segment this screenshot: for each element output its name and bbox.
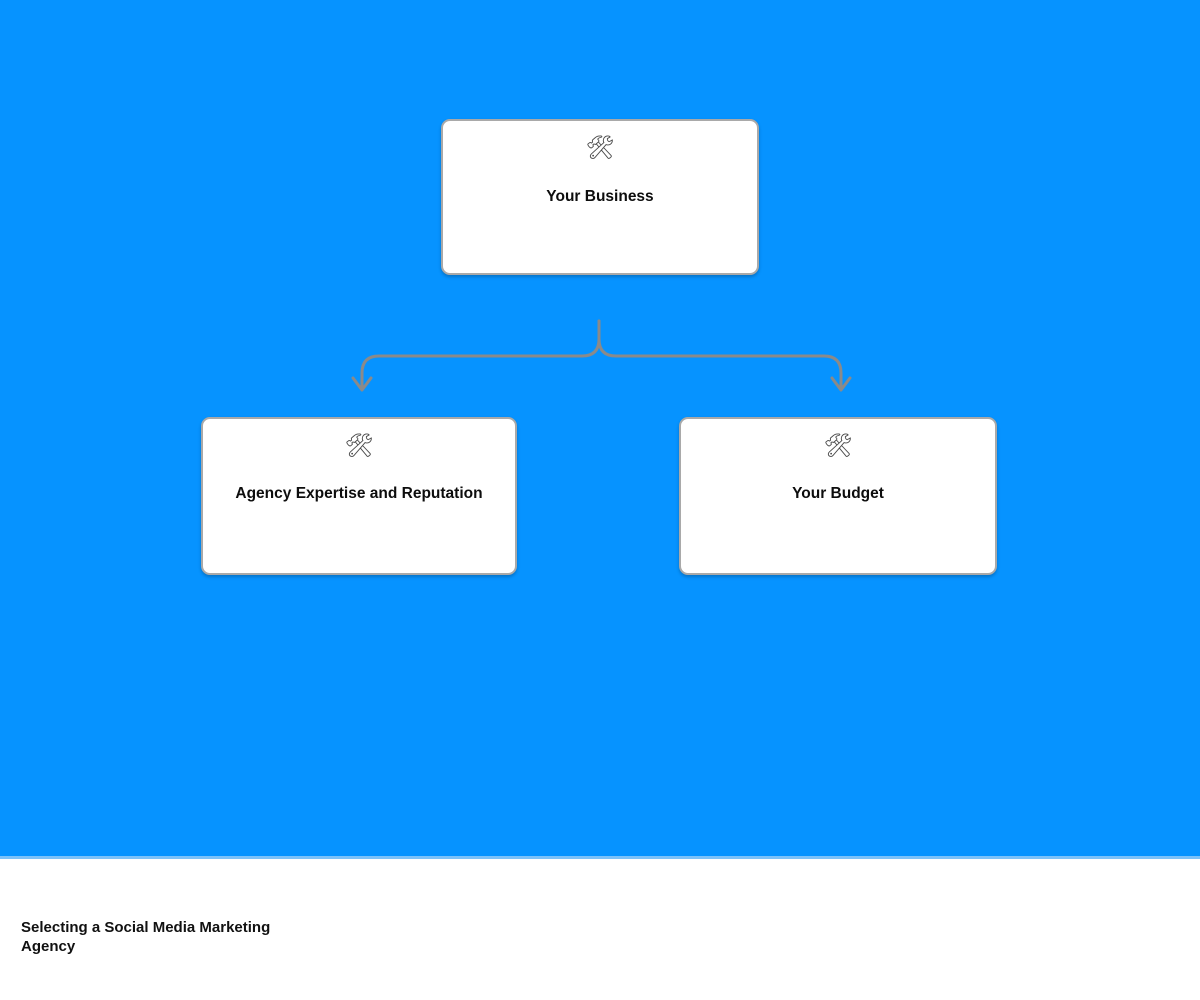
connector-edge-left bbox=[360, 319, 601, 389]
arrowhead-right-icon bbox=[830, 376, 852, 392]
arrowhead-left-icon bbox=[351, 376, 373, 392]
hammer-and-wrench-icon: 🛠 bbox=[823, 433, 853, 459]
hammer-and-wrench-icon: 🛠 bbox=[585, 135, 615, 161]
diagram-node-agency-expertise-label: Agency Expertise and Reputation bbox=[235, 485, 483, 502]
page-caption: Selecting a Social Media Marketing Agenc… bbox=[21, 919, 271, 955]
diagram-node-root-label: Your Business bbox=[546, 188, 654, 205]
diagram-canvas: 🛠 Your Business 🛠 Agency Expertise and R… bbox=[0, 0, 1200, 856]
hammer-and-wrench-icon: 🛠 bbox=[344, 433, 374, 459]
diagram-node-root[interactable]: 🛠 Your Business bbox=[441, 119, 759, 275]
footer: Selecting a Social Media Marketing Agenc… bbox=[0, 859, 1200, 1000]
diagram-node-your-budget[interactable]: 🛠 Your Budget bbox=[679, 417, 997, 575]
section-divider bbox=[0, 856, 1200, 859]
diagram-node-your-budget-label: Your Budget bbox=[792, 485, 884, 502]
connector-edge-right bbox=[597, 319, 843, 389]
diagram-node-agency-expertise[interactable]: 🛠 Agency Expertise and Reputation bbox=[201, 417, 517, 575]
